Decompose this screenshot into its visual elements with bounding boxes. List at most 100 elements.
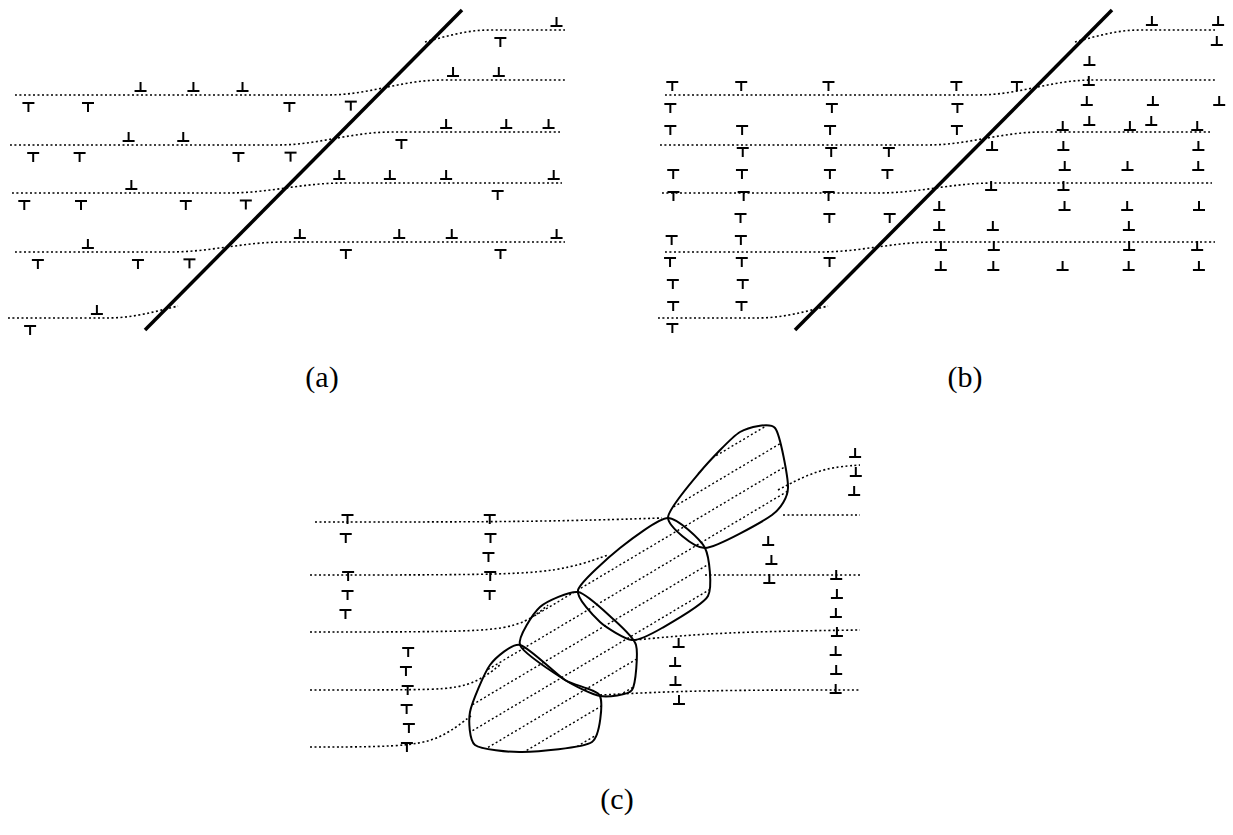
- symbol-stem: [669, 104, 671, 113]
- symbol-stem: [992, 221, 994, 230]
- symbol-stem: [740, 214, 742, 223]
- edge-dislocation-negative: [484, 534, 496, 543]
- symbol-stem: [828, 192, 830, 201]
- slip-line: [8, 306, 178, 318]
- edge-dislocation-positive: [551, 229, 563, 238]
- symbol-stem: [835, 608, 837, 617]
- symbol-stem: [344, 610, 346, 619]
- slip-line: [430, 610, 850, 835]
- slip-line: [665, 80, 1215, 95]
- symbol-stem: [445, 170, 447, 179]
- symbol-stem: [940, 241, 942, 250]
- edge-dislocation-positive: [1057, 141, 1069, 150]
- edge-dislocation-positive: [669, 676, 681, 685]
- edge-dislocation-negative: [1011, 82, 1023, 91]
- symbol-stem: [29, 326, 31, 335]
- symbol-stem: [669, 126, 671, 135]
- slip-line: [430, 428, 850, 678]
- symbol-stem: [678, 638, 680, 647]
- symbol-stem: [347, 591, 349, 600]
- symbol-stem: [854, 448, 856, 457]
- edge-dislocation-positive: [543, 119, 555, 128]
- symbol-stem: [556, 229, 558, 238]
- edge-dislocation-negative: [494, 38, 506, 47]
- symbol-stem: [237, 153, 239, 162]
- slip-line: [310, 605, 548, 632]
- symbol-stem: [835, 646, 837, 655]
- symbol-stem: [489, 515, 491, 524]
- edge-dislocation-positive: [1083, 116, 1095, 125]
- symbol-stem: [489, 572, 491, 581]
- symbol-stem: [347, 572, 349, 581]
- symbol-stem: [1088, 116, 1090, 125]
- edge-dislocation-positive: [830, 608, 842, 617]
- symbol-stem: [770, 555, 772, 564]
- symbol-stem: [835, 570, 837, 579]
- symbol-stem: [553, 170, 555, 179]
- edge-dislocation-negative: [240, 200, 252, 209]
- symbol-stem: [674, 657, 676, 666]
- slip-line: [430, 636, 850, 835]
- edge-dislocation-negative: [823, 192, 835, 201]
- symbol-stem: [87, 239, 89, 248]
- edge-dislocation-positive: [1123, 261, 1135, 270]
- edge-dislocation-positive: [1059, 161, 1071, 170]
- recrystallized-panel: [310, 350, 862, 835]
- edge-dislocation-positive: [830, 684, 842, 693]
- symbol-stem: [835, 665, 837, 674]
- edge-dislocation-negative: [664, 258, 676, 267]
- edge-dislocation-negative: [824, 170, 836, 179]
- edge-dislocation-positive: [123, 132, 135, 141]
- edge-dislocation-positive: [333, 170, 345, 179]
- edge-dislocation-positive: [830, 646, 842, 655]
- edge-dislocation-positive: [935, 261, 947, 270]
- edge-dislocation-positive: [548, 170, 560, 179]
- symbol-stem: [829, 126, 831, 135]
- symbol-stem: [1151, 16, 1153, 25]
- edge-dislocation-negative: [667, 170, 679, 179]
- slip-line: [15, 80, 565, 95]
- edge-dislocation-positive: [1193, 261, 1205, 270]
- symbol-stem: [505, 119, 507, 128]
- edge-dislocation-positive: [935, 241, 947, 250]
- edge-dislocation-negative: [27, 153, 39, 162]
- slip-line: [600, 690, 860, 695]
- symbol-stem: [741, 126, 743, 135]
- edge-dislocation-negative: [75, 201, 87, 210]
- symbol-stem: [993, 241, 995, 250]
- edge-dislocation-negative: [884, 214, 896, 223]
- slip-line: [658, 306, 828, 318]
- edge-dislocation-negative: [403, 724, 415, 733]
- slip-line: [430, 740, 850, 835]
- slip-line: [1075, 30, 1215, 42]
- edge-dislocation-negative: [340, 534, 352, 543]
- slip-line: [315, 518, 662, 522]
- edge-dislocation-positive: [763, 574, 775, 583]
- edge-dislocation-positive: [135, 82, 147, 91]
- edge-dislocation-negative: [401, 743, 413, 752]
- symbol-stem: [80, 201, 82, 210]
- symbol-stem: [741, 302, 743, 311]
- symbol-stem: [1198, 201, 1200, 210]
- edge-dislocation-negative: [883, 148, 895, 157]
- symbol-stem: [1088, 56, 1090, 65]
- edge-dislocation-negative: [736, 302, 748, 311]
- symbol-stem: [853, 486, 855, 495]
- symbol-stem: [1062, 121, 1064, 130]
- symbol-stem: [829, 170, 831, 179]
- edge-dislocation-positive: [237, 82, 249, 91]
- edge-dislocation-positive: [1192, 141, 1204, 150]
- edge-dislocation-positive: [393, 229, 405, 238]
- edge-dislocation-positive: [1146, 16, 1158, 25]
- symbol-stem: [741, 258, 743, 267]
- symbol-stem: [398, 229, 400, 238]
- symbol-stem: [245, 200, 247, 209]
- symbol-stem: [938, 201, 940, 210]
- symbol-stem: [1216, 36, 1218, 45]
- symbol-stem: [671, 236, 673, 245]
- symbol-stem: [345, 250, 347, 259]
- symbol-stem: [405, 667, 407, 676]
- symbol-stem: [669, 258, 671, 267]
- symbol-stem: [888, 148, 890, 157]
- edge-dislocation-positive: [1213, 96, 1225, 105]
